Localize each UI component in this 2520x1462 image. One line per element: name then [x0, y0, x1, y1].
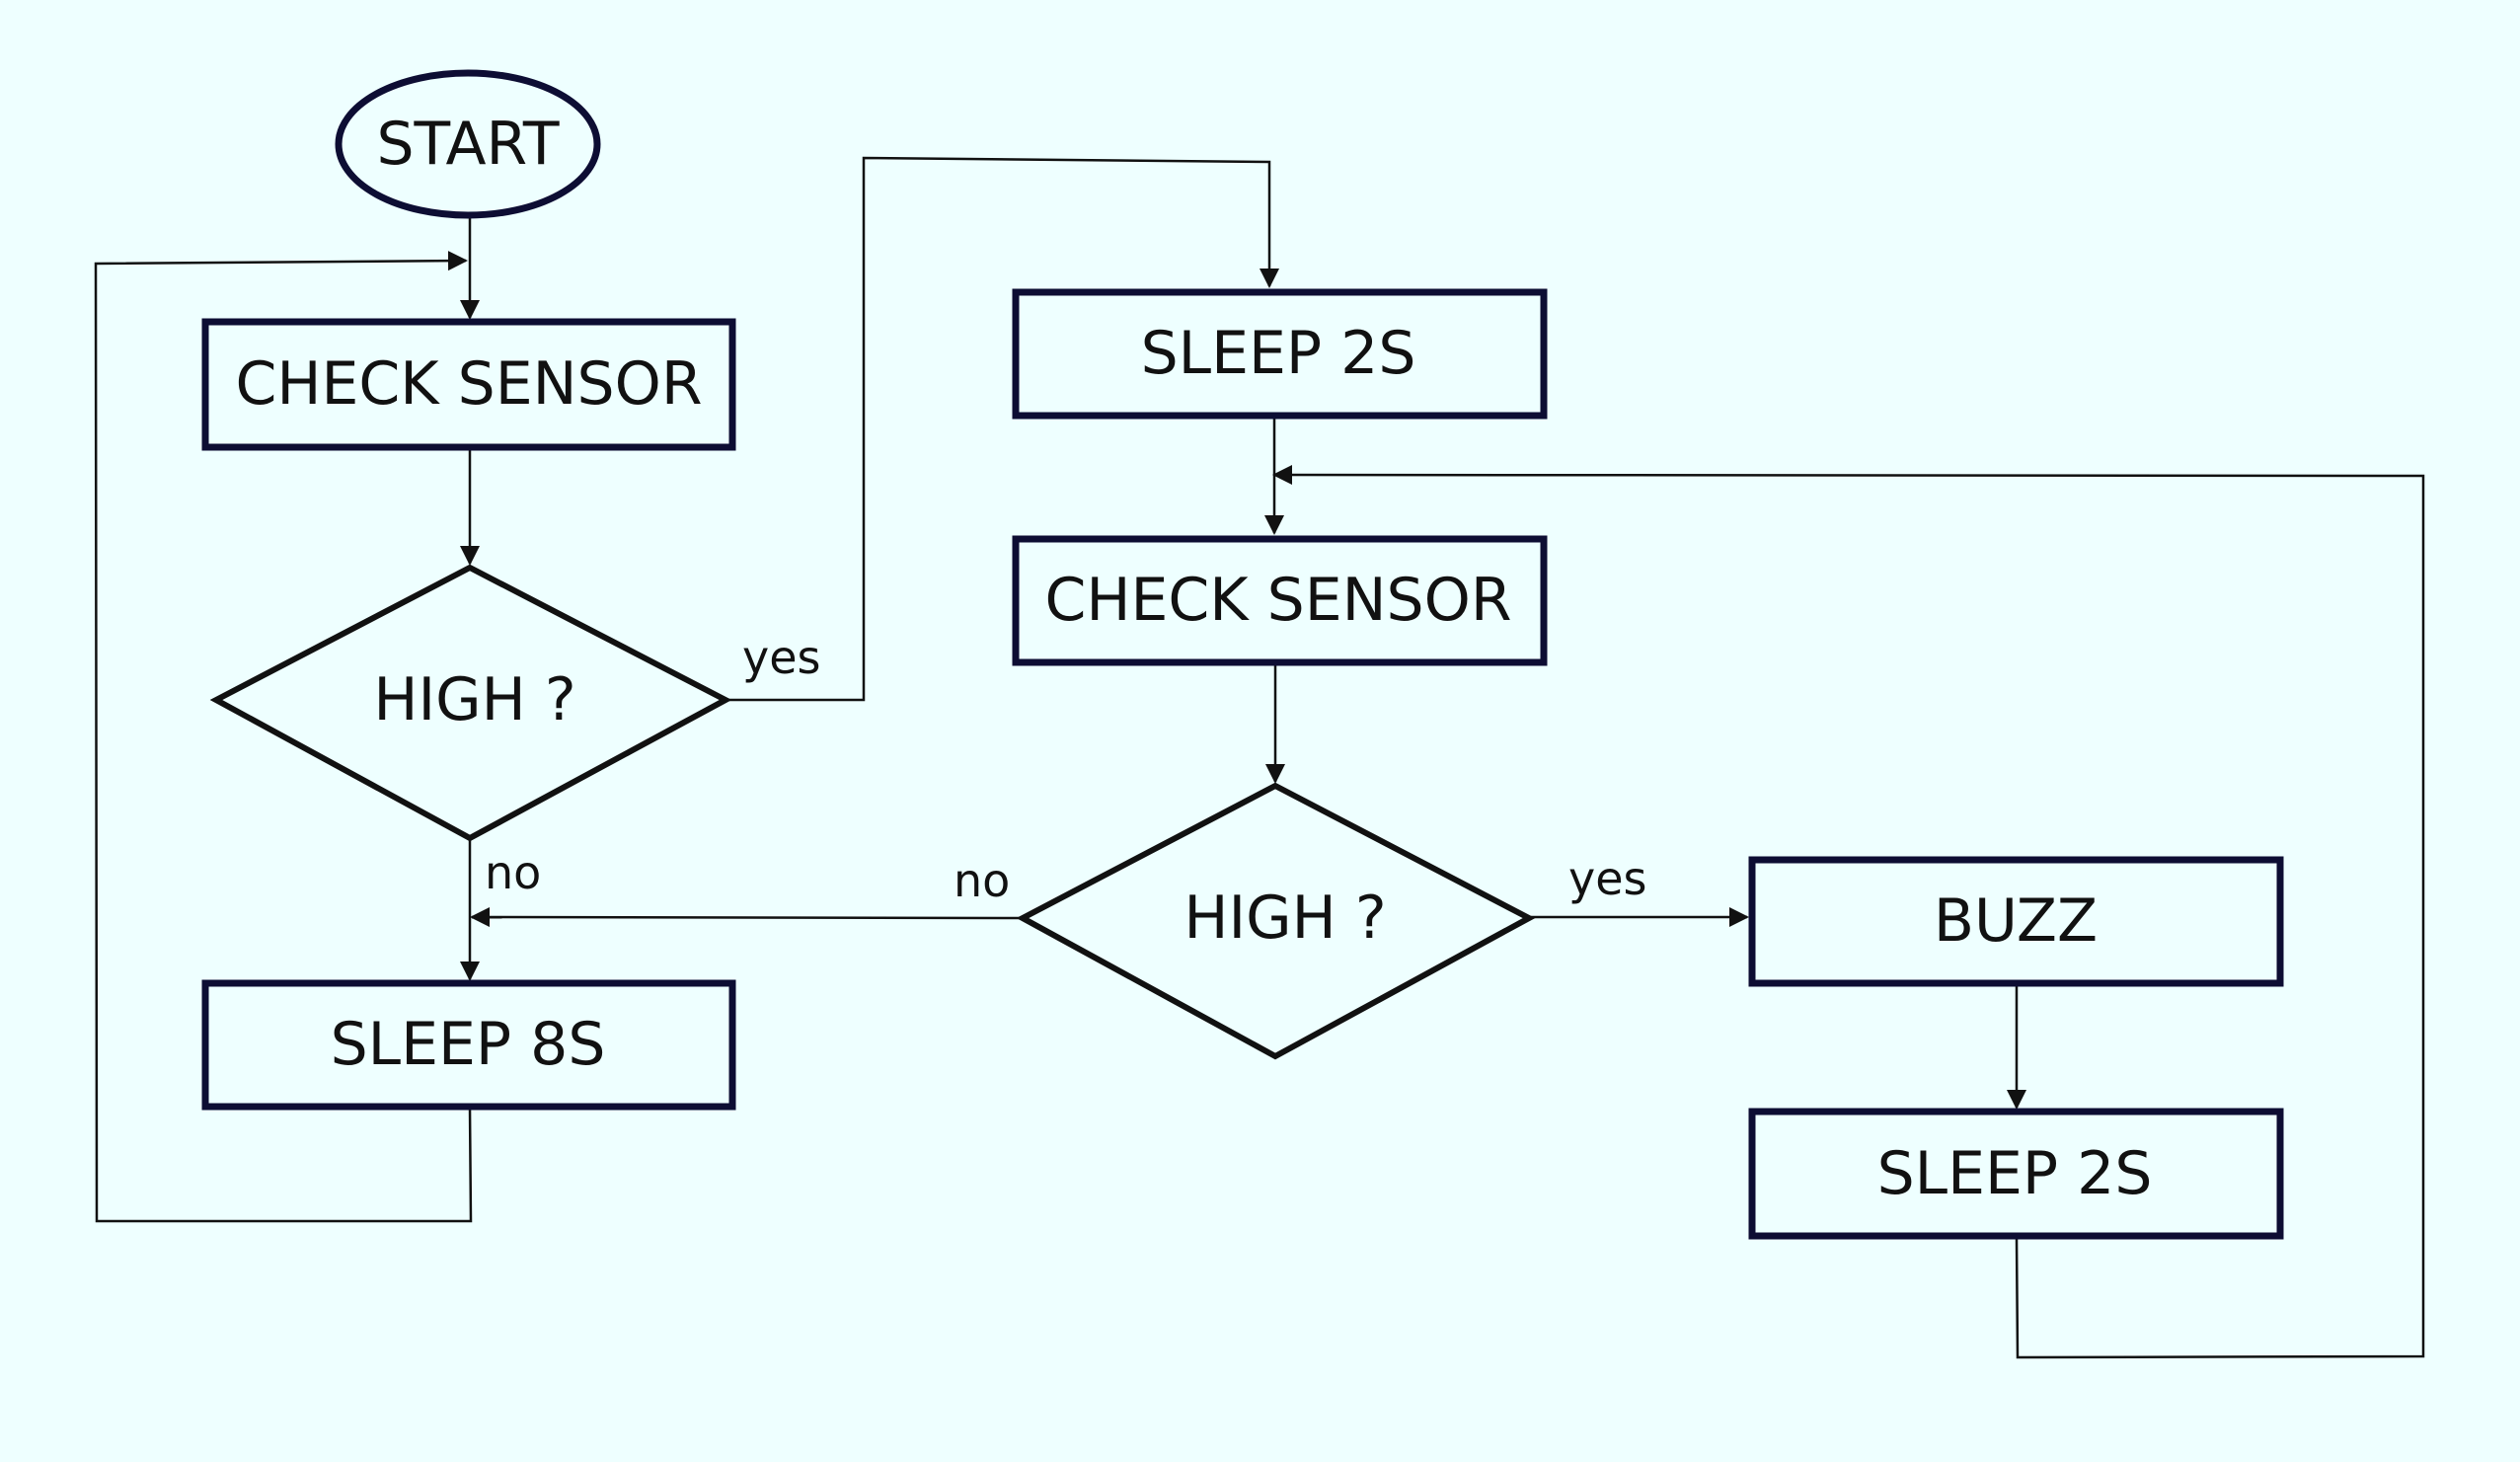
- decision-1-label: HIGH ?: [373, 665, 575, 734]
- decision-2-no-label: no: [954, 854, 1010, 907]
- decision-2-label: HIGH ?: [1184, 884, 1386, 953]
- sleep-2s-top-box: [1012, 288, 1548, 420]
- decision-2-diamond: [1016, 782, 1536, 1060]
- edge-sleep-8s-loop-back: [94, 251, 473, 1223]
- node-decision-2: HIGH ?: [1016, 782, 1536, 1060]
- node-buzz: BUZZ: [1748, 856, 2284, 987]
- node-check-sensor-1: CHECK SENSOR: [201, 318, 736, 451]
- edge-decision-2-no-to-sleep-8s: [470, 907, 1023, 928]
- check-sensor-2-label: CHECK SENSOR: [1044, 566, 1511, 635]
- node-decision-1: HIGH ?: [209, 564, 732, 842]
- edge-sleep-2s-loop-back: [1272, 465, 2425, 1359]
- sleep-8s-label: SLEEP 8S: [331, 1010, 606, 1079]
- connectors: [94, 156, 2425, 1359]
- buzz-label: BUZZ: [1934, 886, 2098, 956]
- start-label: START: [376, 110, 559, 179]
- sleep-2s-bottom-label: SLEEP 2S: [1877, 1139, 2153, 1208]
- node-sleep-2s-bottom: SLEEP 2S: [1748, 1108, 2284, 1240]
- decision-1-no-label: no: [485, 846, 541, 899]
- start-ellipse: [335, 69, 601, 219]
- node-sleep-8s: SLEEP 8S: [201, 979, 736, 1111]
- edge-decision-1-yes-to-sleep-2s-top: [726, 156, 1279, 702]
- check-sensor-2-box: [1012, 535, 1548, 666]
- node-check-sensor-2: CHECK SENSOR: [1012, 535, 1548, 666]
- node-sleep-2s-top: SLEEP 2S: [1012, 288, 1548, 420]
- check-sensor-1-box: [201, 318, 736, 451]
- sleep-8s-box: [201, 979, 736, 1111]
- node-start: START: [335, 69, 601, 219]
- buzz-box: [1748, 856, 2284, 987]
- decision-1-yes-label: yes: [742, 631, 821, 684]
- sleep-2s-bottom-box: [1748, 1108, 2284, 1240]
- sleep-2s-top-label: SLEEP 2S: [1141, 319, 1416, 388]
- check-sensor-1-label: CHECK SENSOR: [235, 349, 702, 419]
- decision-1-diamond: [209, 564, 732, 842]
- decision-2-yes-label: yes: [1568, 852, 1647, 905]
